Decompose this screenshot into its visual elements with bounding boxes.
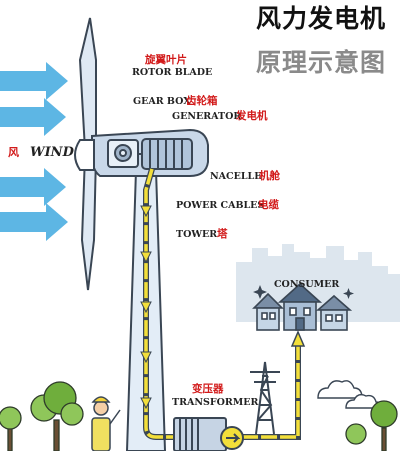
transformer-label-zh: 变压器: [192, 383, 224, 395]
wind-label-en: WIND: [30, 145, 74, 160]
worker-figure: [91, 396, 121, 451]
wind-arrows: [0, 62, 68, 241]
tower-label-en: TOWER: [176, 229, 218, 240]
rotor-hub: [74, 139, 95, 171]
transformer-label-en: TRANSFORMER: [172, 397, 259, 408]
consumer-houses: [252, 282, 353, 331]
sparkle-icons: [253, 285, 354, 299]
gear-box-label-zh: 齿轮箱: [186, 95, 218, 107]
power-cables-label-zh: 电缆: [258, 199, 279, 211]
nacelle: [91, 128, 209, 177]
generator-label-zh: 发电机: [236, 110, 268, 122]
wind-label-zh: 风: [8, 146, 19, 159]
rotor-blade-label-en: ROTOR BLADE: [132, 67, 213, 78]
power-cables-label-en: POWER CABLES: [176, 200, 265, 211]
diagram-subtitle: 原理示意图: [255, 48, 386, 77]
clouds: [317, 380, 383, 409]
power-flow-arrows: [140, 168, 306, 440]
tower-label-zh: 塔: [217, 228, 228, 240]
transformer: [173, 417, 244, 451]
rotor-blades: [78, 17, 98, 291]
rotor-blade-label-zh: 旋翼叶片: [145, 54, 187, 66]
trees: [0, 381, 398, 451]
nacelle-label-en: NACELLE: [210, 171, 262, 182]
gear-box-label-en: GEAR BOX: [133, 96, 191, 107]
transmission-tower: [250, 361, 280, 435]
diagram-title: 风力发电机: [255, 4, 386, 33]
nacelle-label-zh: 机舱: [259, 170, 280, 182]
consumer-label: CONSUMER: [274, 279, 340, 290]
generator-label-en: GENERATOR: [172, 111, 242, 122]
